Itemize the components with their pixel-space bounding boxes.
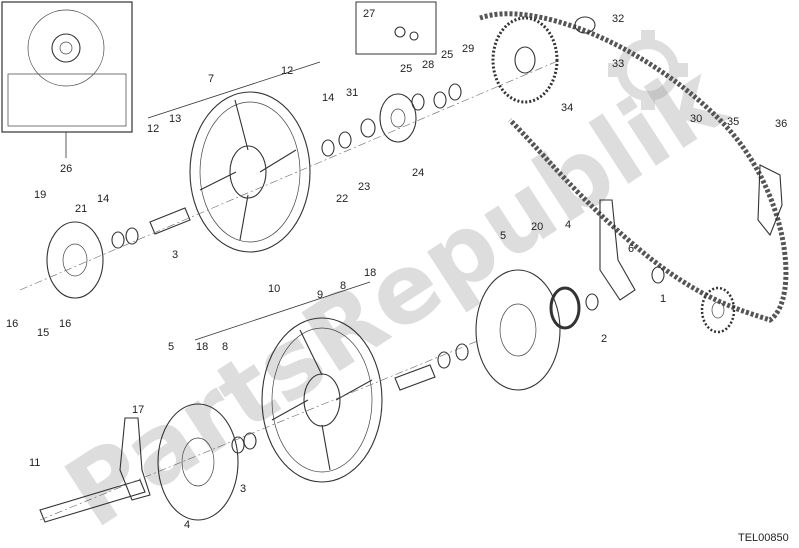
callout-8: 8	[222, 341, 228, 353]
reference-code: TEL00850	[738, 532, 789, 544]
gear-logo-icon	[608, 30, 688, 110]
front-brake-disc-right	[475, 269, 561, 391]
callout-9: 9	[317, 289, 323, 301]
callout-25: 25	[400, 63, 412, 75]
inset-box-small	[355, 1, 437, 55]
callout-7: 7	[208, 73, 214, 85]
rear-wheel	[189, 91, 311, 253]
fork-leg-right	[599, 199, 636, 301]
callout-24: 24	[412, 167, 424, 179]
callout-12: 12	[147, 123, 159, 135]
callout-6: 6	[628, 243, 634, 255]
front-spacer	[394, 364, 436, 391]
callout-26: 26	[60, 163, 72, 175]
sprocket-carrier	[379, 93, 417, 143]
callout-25: 25	[441, 49, 453, 61]
callout-35: 35	[727, 116, 739, 128]
callout-20: 20	[531, 221, 543, 233]
callout-13: 13	[169, 113, 181, 125]
phonic-wheel	[549, 286, 581, 330]
callout-32: 32	[612, 13, 624, 25]
callout-23: 23	[358, 181, 370, 193]
fork-leg-left	[119, 417, 151, 501]
rear-sprocket	[491, 16, 559, 104]
inset-box	[1, 1, 133, 158]
rear-spacer	[149, 207, 191, 235]
callout-5: 5	[500, 230, 506, 242]
callout-4: 4	[184, 519, 190, 531]
callout-36: 36	[775, 118, 787, 130]
svg-text:PartsRepublik: PartsRepublik	[47, 42, 745, 548]
callout-15: 15	[37, 327, 49, 339]
callout-5: 5	[168, 341, 174, 353]
callout-12: 12	[281, 65, 293, 77]
bearings-and-seals	[111, 16, 665, 454]
callout-19: 19	[34, 189, 46, 201]
callout-29: 29	[462, 43, 474, 55]
rear-brake-disc	[46, 221, 104, 299]
callout-17: 17	[132, 404, 144, 416]
chain	[479, 11, 789, 323]
callout-8: 8	[340, 280, 346, 292]
callout-21: 21	[75, 203, 87, 215]
callout-14: 14	[322, 92, 334, 104]
callout-27: 27	[363, 8, 375, 20]
callout-31: 31	[346, 87, 358, 99]
callout-18: 18	[196, 341, 208, 353]
callout-30: 30	[690, 113, 702, 125]
callout-labels: 1 2 3 3 4 4 5 5 6 7 8 8 9 10 11 12 12 13…	[6, 8, 787, 531]
watermark: PartsRepublik	[47, 30, 745, 548]
callout-18: 18	[364, 267, 376, 279]
front-axle	[39, 479, 146, 523]
callout-16: 16	[6, 318, 18, 330]
axis-lines	[19, 59, 561, 521]
callout-28: 28	[422, 59, 434, 71]
front-wheel	[261, 317, 383, 483]
callout-3: 3	[172, 249, 178, 261]
callout-4: 4	[565, 219, 571, 231]
callout-33: 33	[612, 58, 624, 70]
chain-guard	[757, 164, 783, 237]
callout-16: 16	[59, 318, 71, 330]
callout-14: 14	[97, 193, 109, 205]
callout-2: 2	[601, 333, 607, 345]
callout-1: 1	[660, 293, 666, 305]
callout-10: 10	[268, 283, 280, 295]
callout-11: 11	[29, 457, 40, 469]
callout-3: 3	[240, 483, 246, 495]
callout-34: 34	[561, 102, 573, 114]
front-sprocket	[700, 286, 736, 334]
callout-22: 22	[336, 193, 348, 205]
front-brake-disc-left	[157, 403, 239, 521]
